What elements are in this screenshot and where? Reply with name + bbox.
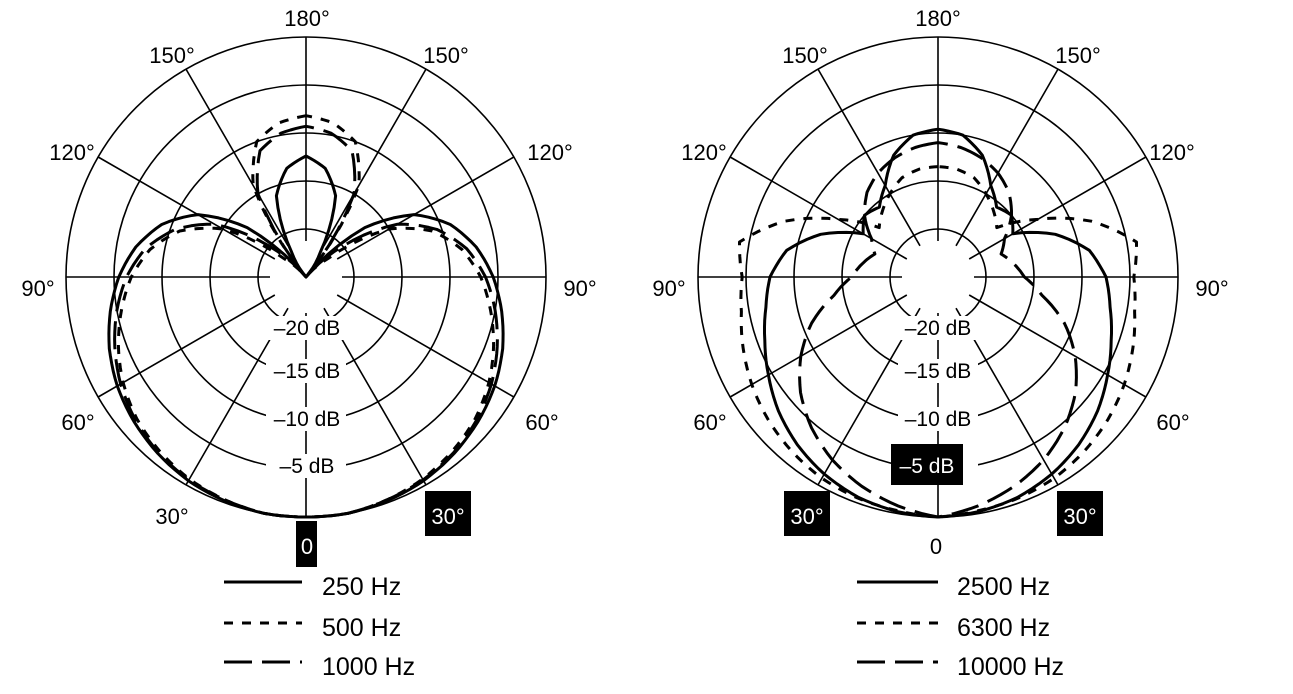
db-label-background [898,407,978,431]
angle-label-120-left: 120° [49,140,95,165]
label-background-layer [266,316,978,478]
grid-spoke [97,156,276,260]
angle-label-60-right: 60° [1156,410,1189,435]
angle-label-90-right: 90° [563,276,596,301]
grid-spoke [729,294,908,398]
series-curve-10000-hz [798,141,1078,519]
angle-label-0: 0 [930,534,942,559]
angle-label-30-right: 30° [1063,504,1096,529]
db-label-20: –20 dB [274,317,341,340]
highlight-box-5db [891,444,963,485]
grid-spoke [336,294,515,398]
angle-label-30-left: 30° [155,504,188,529]
legend-label: 500 Hz [322,614,401,642]
angle-label-180: 180° [284,6,330,31]
db-label-15: –15 dB [274,360,341,383]
left-legend: 250 Hz 500 Hz 1000 Hz [224,573,415,681]
grid-spoke [817,68,921,247]
grid-spoke [729,156,908,260]
series-curve-1000-hz [113,124,499,519]
highlight-box-30-left [784,491,830,536]
angle-label-0: 0 [301,534,313,559]
angle-label-120-right: 120° [1149,140,1195,165]
angle-label-150-left: 150° [149,43,195,68]
angle-label-60-left: 60° [693,410,726,435]
angle-label-30-right: 30° [431,504,464,529]
angle-label-60-right: 60° [525,410,558,435]
angle-label-90-left: 90° [652,276,685,301]
legend-label: 2500 Hz [957,573,1050,601]
highlight-box-30-right [425,491,471,536]
db-label-background [266,316,346,340]
left-chart-labels: 180° 150° 150° 120° 120° 90° 90° 60° 60°… [21,6,597,567]
angle-label-60-left: 60° [61,410,94,435]
db-label-10: –10 dB [274,408,341,431]
db-label-background [266,407,346,431]
highlight-box-0 [296,521,317,567]
legend-label: 10000 Hz [957,653,1064,681]
legend-label: 1000 Hz [322,653,415,681]
angle-label-150-right: 150° [1055,43,1101,68]
grid-spoke [968,294,1147,398]
grid-spoke [97,294,276,398]
legend-label: 250 Hz [322,573,401,601]
angle-label-30-left: 30° [790,504,823,529]
db-label-10: –10 dB [905,408,972,431]
grid-layer [65,36,1179,518]
db-label-15: –15 dB [905,360,972,383]
angle-label-180: 180° [915,6,961,31]
series-curve-6300-hz [738,165,1138,519]
angle-label-150-left: 150° [782,43,828,68]
grid-spoke [336,156,515,260]
curve-layer [107,114,1138,519]
series-curve-500-hz [116,114,496,519]
db-label-5: –5 dB [280,455,335,478]
db-label-background [266,454,346,478]
grid-spoke [955,68,1059,247]
db-label-background [898,316,978,340]
grid-spoke [185,68,289,247]
db-label-20: –20 dB [905,317,972,340]
db-label-5: –5 dB [900,455,955,478]
legend-label: 6300 Hz [957,614,1050,642]
highlight-box-30-right [1057,491,1103,536]
db-label-background [898,359,978,383]
angle-label-90-left: 90° [21,276,54,301]
db-label-background [266,359,346,383]
grid-ring [889,228,987,326]
right-chart-labels: 180° 150° 150° 120° 120° 90° 90° 60° 60°… [652,6,1228,559]
grid-spoke [968,156,1147,260]
angle-label-120-left: 120° [681,140,727,165]
grid-spoke [323,68,427,247]
angle-label-120-right: 120° [527,140,573,165]
angle-label-90-right: 90° [1195,276,1228,301]
right-legend: 2500 Hz 6300 Hz 10000 Hz [857,573,1064,681]
angle-label-150-right: 150° [423,43,469,68]
